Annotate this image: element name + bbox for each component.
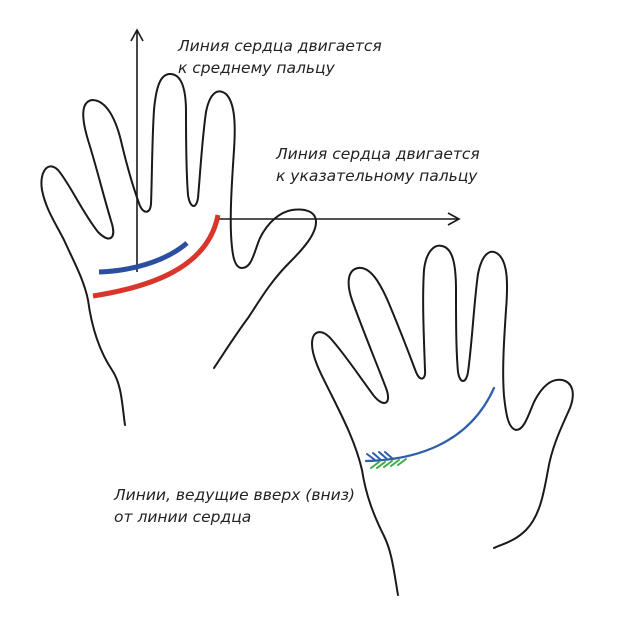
branch-down-mark: [383, 460, 393, 468]
heart-line-second-hand: [364, 386, 496, 463]
right-hand-outline: [311, 244, 574, 596]
caption-line: к указательному пальцу: [276, 167, 478, 185]
caption-branch-lines: Линии, ведущие вверх (вниз) от линии сер…: [114, 484, 355, 528]
branch-up-mark: [366, 453, 376, 461]
heart-line-to-middle-finger: [98, 241, 189, 275]
branch-down-mark: [390, 459, 400, 467]
branch-down-mark: [376, 461, 386, 469]
caption-line: Линия сердца двигается: [178, 37, 382, 55]
right-hand: [311, 244, 574, 596]
branch-down-mark: [370, 461, 380, 469]
caption-line: от линии сердца: [114, 508, 252, 526]
caption-line: Линии, ведущие вверх (вниз): [114, 486, 355, 504]
caption-line: Линия сердца двигается: [276, 145, 480, 163]
caption-heart-line-middle-finger: Линия сердца двигается к среднему пальцу: [178, 35, 382, 79]
caption-line: к среднему пальцу: [178, 59, 335, 77]
left-hand-outline: [40, 73, 317, 426]
caption-heart-line-index-finger: Линия сердца двигается к указательному п…: [276, 143, 480, 187]
branch-up-mark: [378, 451, 388, 460]
heart-line-to-index-finger: [92, 214, 221, 299]
branch-down-mark: [397, 458, 407, 466]
branch-marks: [366, 451, 407, 469]
branch-up-mark: [372, 452, 382, 461]
branch-up-mark: [384, 451, 394, 460]
left-hand: [40, 28, 461, 426]
